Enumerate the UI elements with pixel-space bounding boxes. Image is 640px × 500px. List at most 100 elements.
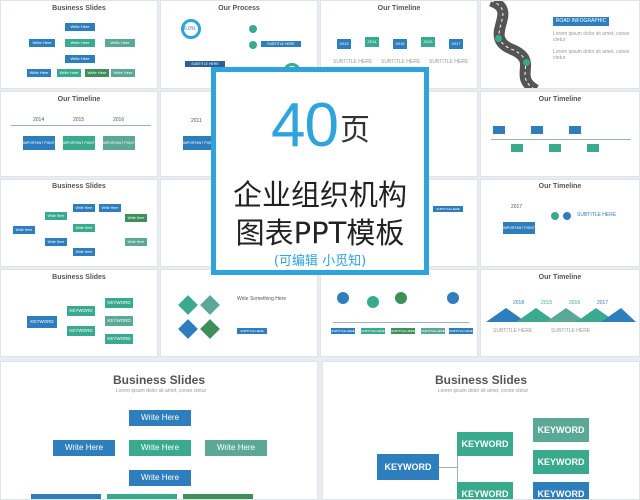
keyword-box: KEYWORD [105, 298, 133, 308]
year-box [569, 126, 581, 134]
slide-subtitle: Lorem ipsum dolor sit amet, conse ctetur [115, 388, 207, 394]
timeline-sub: SUBTITLE HERE [551, 328, 591, 334]
slide-title: Our Timeline [538, 274, 582, 281]
road-text: Lorem ipsum dolor sit amet, conse ctetur [553, 49, 630, 61]
year-label: 2015 [73, 117, 85, 123]
diamond-tile [178, 319, 198, 339]
year-label: 2017 [511, 204, 523, 210]
org-box [107, 494, 177, 499]
title-subtitle: (可编辑 小觅知) [273, 254, 367, 269]
org-box: Write Here [27, 69, 51, 77]
slide-thumb-timeline-5[interactable]: Our Timeline 2017 IMPORTANT POINT SUBTIT… [480, 179, 640, 267]
slide-thumb-keyword-small[interactable]: Business Slides KEYWORD KEYWORD KEYWORD … [0, 269, 158, 357]
keyword-box: KEYWORD [67, 306, 95, 316]
year-label: 2016 [113, 117, 125, 123]
process-dot [249, 41, 257, 49]
timeline-sub: SUBTITLE HERE [381, 59, 421, 65]
globe-icon [367, 296, 379, 308]
connector [457, 444, 458, 496]
org-box: Write Here [13, 226, 35, 234]
slide-large-business[interactable]: Business Slides Lorem ipsum dolor sit am… [0, 361, 318, 500]
slide-thumb-diamonds[interactable]: Write Something Here SUBTITLE HERE [160, 269, 318, 357]
org-box: Write Here [129, 410, 191, 426]
slide-title: Business Slides [112, 373, 206, 387]
keyword-box: KEYWORD [105, 334, 133, 344]
year-box [511, 144, 523, 152]
keyword-box: KEYWORD [533, 482, 589, 499]
timeline-sub: SUBTITLE HERE [493, 328, 533, 334]
year-label: 2014 [33, 117, 45, 123]
slide-title: Business Slides [52, 5, 106, 12]
org-box: Write Here [205, 440, 267, 456]
org-box: Write Here [85, 69, 109, 77]
title-line-1: 企业组织机构 [232, 178, 407, 212]
slide-thumb-timeline-6[interactable]: Our Timeline 2018 2015 2016 2017 SUBTITL… [480, 269, 640, 357]
point-box: IMPORTANT POINT [183, 136, 215, 150]
road-title: ROAD INFOGRAPHIC [553, 17, 609, 26]
page-count-number: 40 [271, 91, 339, 160]
slide-thumb-timeline-4[interactable]: Our Timeline [480, 91, 640, 177]
subtitle-box: SUBTITLE HERE [331, 328, 355, 334]
slide-title: Business Slides [52, 183, 106, 190]
process-dot [249, 25, 257, 33]
year-box [531, 126, 543, 134]
keyword-box: KEYWORD [27, 316, 57, 328]
slide-title: Our Timeline [538, 183, 582, 190]
process-percent: 6.0% [184, 26, 196, 32]
slide-title: Business Slides [434, 373, 528, 387]
slide-title: Our Process [218, 5, 260, 12]
org-box: Write Here [65, 55, 95, 63]
year-box: 2014 [365, 37, 379, 47]
slide-title: Our Timeline [538, 96, 582, 103]
slide-thumb-icons[interactable]: SUBTITLE HERE SUBTITLE HERE SUBTITLE HER… [320, 269, 478, 357]
subtitle-box: SUBTITLE HERE [391, 328, 415, 334]
org-box: Write Here [129, 440, 191, 456]
year-label: 2015 [541, 300, 553, 306]
road-graphic [488, 1, 540, 88]
subtitle-box: SUBTITLE HERE [421, 328, 445, 334]
year-box: 2017 [449, 39, 463, 49]
point-box: IMPORTANT POINT [63, 136, 95, 150]
org-box: Write Here [53, 440, 115, 456]
process-label: SUBTITLE HERE [185, 61, 225, 67]
location-icon [337, 292, 349, 304]
keyword-box: KEYWORD [377, 454, 439, 480]
year-label: 2016 [569, 300, 581, 306]
org-box: Write Here [99, 204, 121, 212]
diamond-tile [200, 295, 220, 315]
year-label: 2017 [597, 300, 609, 306]
title-line-2: 图表PPT模板 [235, 216, 405, 250]
slide-thumb-timeline-2[interactable]: Our Timeline 2014 2015 2016 IMPORTANT PO… [0, 91, 158, 177]
subtitle-box: SUBTITLE HERE [449, 328, 473, 334]
year-label: 2011 [191, 118, 202, 124]
pin-icon [495, 35, 502, 42]
org-box [183, 494, 253, 499]
subtitle-box: SUBTITLE HERE [433, 206, 463, 212]
slide-title: Our Timeline [377, 5, 421, 12]
title-card: 40页 企业组织机构 图表PPT模板 (可编辑 小觅知) [211, 67, 429, 275]
speaker-icon [447, 292, 459, 304]
mountain-graphic [486, 308, 636, 322]
timeline-axis [491, 139, 631, 140]
year-box [549, 144, 561, 152]
slide-thumb-road[interactable]: ROAD INFOGRAPHIC Lorem ipsum dolor sit a… [480, 0, 640, 89]
year-label: 2018 [513, 300, 525, 306]
year-box [493, 126, 505, 134]
page-count: 40页 [216, 90, 424, 161]
org-box: Write Here [45, 238, 67, 246]
year-box: 2016 [421, 37, 435, 47]
icon-dot [551, 212, 559, 220]
org-box: Write Here [57, 69, 81, 77]
road-text: Lorem ipsum dolor sit amet, conse ctetur [553, 31, 630, 43]
keyword-box: KEYWORD [457, 432, 513, 456]
slide-thumb-business-2[interactable]: Business Slides Write Here Write Here Wr… [0, 179, 158, 267]
org-box [31, 494, 101, 499]
timeline-sub: SUBTITLE HERE [333, 59, 373, 65]
org-box: Write Here [105, 39, 135, 47]
org-box: Write Here [65, 39, 95, 47]
subtitle-text: SUBTITLE HERE [577, 212, 617, 218]
slide-thumb-business-1[interactable]: Business Slides Write Here Write Here Wr… [0, 0, 158, 89]
page-count-unit: 页 [339, 114, 370, 147]
keyword-box: KEYWORD [533, 418, 589, 442]
slide-large-keyword[interactable]: Business Slides Lorem ipsum dolor sit am… [322, 361, 640, 500]
